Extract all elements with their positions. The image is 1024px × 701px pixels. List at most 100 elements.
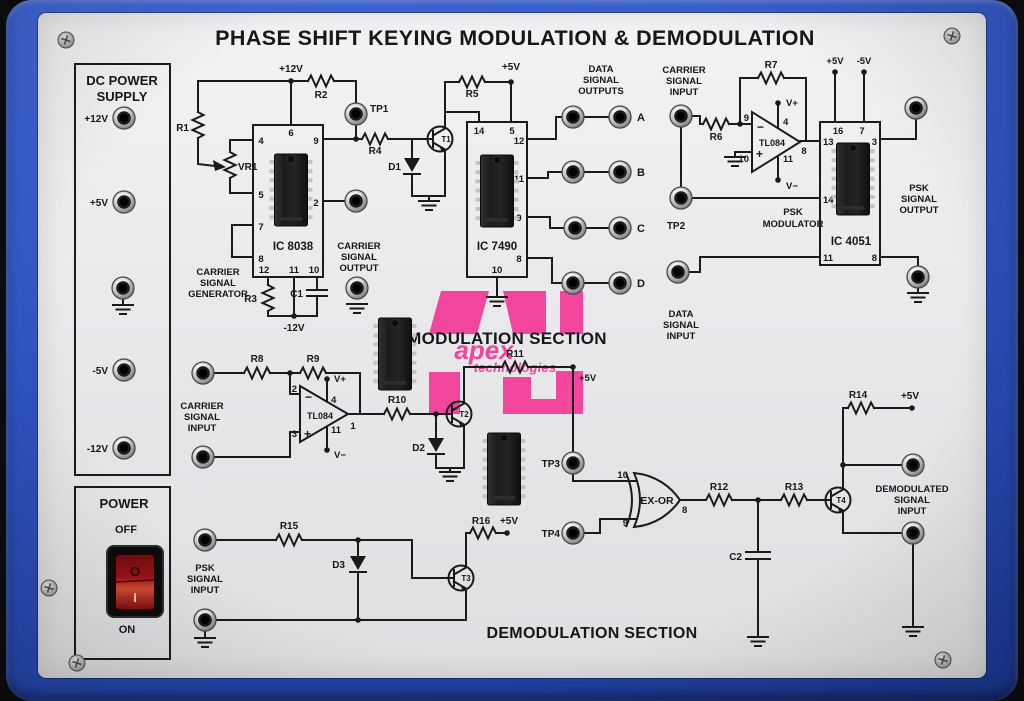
jack-data-d2[interactable] <box>608 271 632 295</box>
dout-title: OUTPUTS <box>578 86 623 97</box>
t3-label: T3 <box>461 574 471 583</box>
d2-label: D2 <box>412 443 425 454</box>
port-c-label: C <box>637 223 645 235</box>
jack-ground-a[interactable] <box>345 276 369 300</box>
plus5-label: +5V <box>579 373 597 384</box>
tp1-label: TP1 <box>370 104 389 115</box>
ground-symbol <box>902 626 924 637</box>
jack-carrier-output[interactable] <box>344 189 368 213</box>
pin-label: 4 <box>783 117 789 128</box>
pin-label: 9 <box>623 518 628 529</box>
diode-d3 <box>350 556 366 570</box>
ic4051-name: IC 4051 <box>831 236 872 248</box>
power-rocker-switch[interactable]: O I <box>106 545 164 618</box>
r15-label: R15 <box>280 521 299 532</box>
jack-dc-ground[interactable] <box>111 276 135 300</box>
vplus12-label: +12V <box>279 64 303 75</box>
vminus-label: V− <box>334 450 346 461</box>
jack-tp4[interactable] <box>561 521 585 545</box>
jack-data-a1[interactable] <box>561 105 585 129</box>
jack-data-d1[interactable] <box>561 271 585 295</box>
exor-gate: EX-OR 10 9 8 <box>617 470 687 529</box>
ground-symbol <box>112 304 134 315</box>
resistor-r7 <box>757 71 785 85</box>
carrier-in-label: INPUT <box>670 87 699 98</box>
pin-label: 4 <box>258 136 264 147</box>
jack-data-b1[interactable] <box>561 160 585 184</box>
jack-psk-in-2[interactable] <box>193 608 217 632</box>
resistor-r5 <box>458 75 486 89</box>
carrier-in-label: SIGNAL <box>666 76 702 87</box>
jack-tp2[interactable] <box>669 186 693 210</box>
jack-plus5v[interactable] <box>112 190 136 214</box>
resistor-r13 <box>780 493 808 507</box>
pin-label: 12 <box>259 265 270 276</box>
pin-label: 3 <box>292 429 297 440</box>
resistor-r9 <box>299 366 327 380</box>
carrier-gen-label: SIGNAL <box>200 278 236 289</box>
c2-label: C2 <box>729 552 742 563</box>
rail-plus12-label: +12V <box>84 114 108 125</box>
jack-dem-carrier-in-2[interactable] <box>191 445 215 469</box>
psk-mod-label: MODULATOR <box>763 219 824 230</box>
jack-tp3[interactable] <box>561 451 585 475</box>
resistor-r14 <box>847 401 875 415</box>
tp2-label: TP2 <box>667 221 686 232</box>
pin-label: 11 <box>823 253 834 264</box>
pin-label: 5 <box>509 126 515 137</box>
minus5-label: -5V <box>857 56 872 67</box>
jack-data-c2[interactable] <box>608 216 632 240</box>
jack-plus12v[interactable] <box>112 106 136 130</box>
port-b-label: B <box>637 167 645 179</box>
carrier-gen-label: CARRIER <box>196 267 239 278</box>
data-signal-outputs: DATA SIGNAL OUTPUTS A B C D <box>561 64 645 295</box>
pin-label: 8 <box>516 254 521 265</box>
resistor-r12 <box>705 493 733 507</box>
plus5-label: +5V <box>826 56 844 67</box>
jack-psk-in-1[interactable] <box>193 528 217 552</box>
screw <box>934 651 952 669</box>
resistor-r4 <box>361 132 389 146</box>
jack-minus12v[interactable] <box>112 436 136 460</box>
resistor-r1 <box>191 111 205 139</box>
opamp-tl084-dem <box>299 384 350 444</box>
demod-in-label: SIGNAL <box>894 495 930 506</box>
r11-label: R11 <box>506 349 524 360</box>
carrier-out-label: CARRIER <box>337 241 380 252</box>
jack-data-a2[interactable] <box>608 105 632 129</box>
capacitor-c1 <box>306 289 328 297</box>
board-panel <box>38 13 986 678</box>
pin-label: 12 <box>514 136 525 147</box>
jack-ground-b[interactable] <box>906 265 930 289</box>
jack-demod-in-2[interactable] <box>901 521 925 545</box>
r3-label: R3 <box>244 294 257 305</box>
resistor-r6 <box>702 117 730 131</box>
jack-tp1[interactable] <box>344 102 368 126</box>
demod-in-label: INPUT <box>898 506 927 517</box>
pin-label: 2 <box>292 384 297 395</box>
jack-demod-in-1[interactable] <box>901 453 925 477</box>
jack-dem-carrier-in-1[interactable] <box>191 361 215 385</box>
demod-labels: CARRIER SIGNAL INPUT R8 R9 R10 R11 +5V D… <box>180 349 948 596</box>
jack-minus5v[interactable] <box>112 358 136 382</box>
psk-out-label: SIGNAL <box>901 194 937 205</box>
ground-symbol <box>346 303 368 314</box>
r2-label: R2 <box>315 90 328 101</box>
potentiometer-vr1[interactable] <box>223 151 237 179</box>
jack-data-b2[interactable] <box>608 160 632 184</box>
jack-data-input[interactable] <box>666 260 690 284</box>
resistor-r10 <box>383 407 411 421</box>
jack-data-c1[interactable] <box>563 216 587 240</box>
rail-plus5-label: +5V <box>90 198 108 209</box>
r13-label: R13 <box>785 482 804 493</box>
pin-label: 8 <box>258 254 263 265</box>
demodulation-section-title: DEMODULATION SECTION <box>486 625 697 642</box>
jack-psk-output[interactable] <box>904 96 928 120</box>
rocker-off-symbol: O <box>130 564 140 579</box>
psk-mod-label: PSK <box>783 207 803 218</box>
jack-carrier-input-mod[interactable] <box>669 104 693 128</box>
resistor-r15 <box>275 533 303 547</box>
ic8038-name: IC 8038 <box>273 241 314 253</box>
